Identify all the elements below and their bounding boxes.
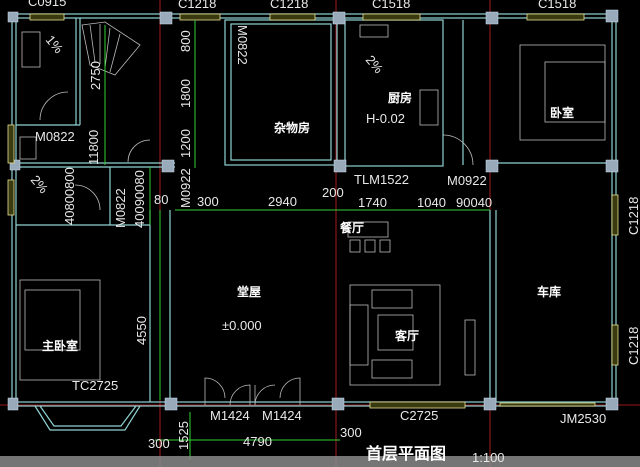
room-dining: 餐厅 (340, 220, 364, 235)
dimension-text: 4550 (134, 316, 149, 345)
dimension-text: 1200 (178, 129, 193, 158)
columns (7, 9, 619, 411)
dimension-text: 300 (197, 194, 219, 209)
dimension-text: 1040 (417, 195, 446, 210)
door-label: M0922 (178, 168, 193, 208)
door-label: M0822 (235, 25, 250, 65)
door-label: JM2530 (560, 411, 606, 426)
dimension-text: 40090080 (132, 170, 147, 228)
hall-level: ±0.000 (222, 318, 262, 333)
door-label: M1424 (210, 408, 250, 423)
door-label: M0822 (113, 188, 128, 228)
window-label: C1218 (626, 327, 640, 365)
slope-label: 1% (43, 32, 67, 56)
dimension-text: 1740 (358, 195, 387, 210)
slope-label: 2% (363, 52, 387, 76)
dimension-text: 200 (322, 185, 344, 200)
dimension-lines (104, 20, 490, 460)
room-kitchen: 厨房 (388, 90, 412, 105)
room-living: 客厅 (394, 328, 419, 343)
window-label: C1518 (372, 0, 410, 11)
slope-label: 2% (28, 172, 52, 196)
room-master-bedroom: 主卧室 (42, 338, 78, 353)
dimension-text: 300 (148, 436, 170, 451)
window-label: C1218 (626, 197, 640, 235)
dimension-text: 40800800 (62, 167, 77, 225)
window-label: C0915 (28, 0, 66, 9)
dimension-text: 1800 (178, 79, 193, 108)
room-bedroom: 卧室 (550, 105, 574, 120)
dimension-text: 1525 (176, 421, 191, 450)
dimension-text: 11800 (86, 130, 101, 165)
window-label: C2725 (400, 408, 438, 423)
dimension-text: 90040 (456, 195, 492, 210)
dimension-text: 300 (340, 425, 362, 440)
window-label: C1218 (178, 0, 216, 11)
kitchen-level: H-0.02 (366, 111, 405, 126)
room-storage: 杂物房 (274, 120, 310, 135)
door-label: M0922 (447, 173, 487, 188)
dimension-text: 80 (154, 192, 168, 207)
door-label: TLM1522 (354, 172, 409, 187)
bottom-band (0, 456, 640, 467)
door-label: M0822 (35, 129, 75, 144)
dimension-text: 2750 (88, 61, 103, 90)
room-hall: 堂屋 (237, 284, 261, 299)
plan-title: 首层平面图 (366, 444, 446, 463)
door-label: M1424 (262, 408, 302, 423)
dimension-text: 2940 (268, 194, 297, 209)
dimension-text: 4790 (243, 434, 272, 449)
labels: C0915 C1218 C1218 C1518 C1518 C1218 C121… (28, 0, 640, 451)
plan-scale: 1:100 (472, 450, 505, 465)
window-label: C1518 (538, 0, 576, 11)
dimension-text: 800 (178, 30, 193, 52)
window-label: C1218 (270, 0, 308, 11)
windows (7, 13, 619, 409)
window-label: TC2725 (72, 378, 118, 393)
fixtures (19, 21, 606, 406)
room-garage: 车库 (537, 284, 561, 299)
